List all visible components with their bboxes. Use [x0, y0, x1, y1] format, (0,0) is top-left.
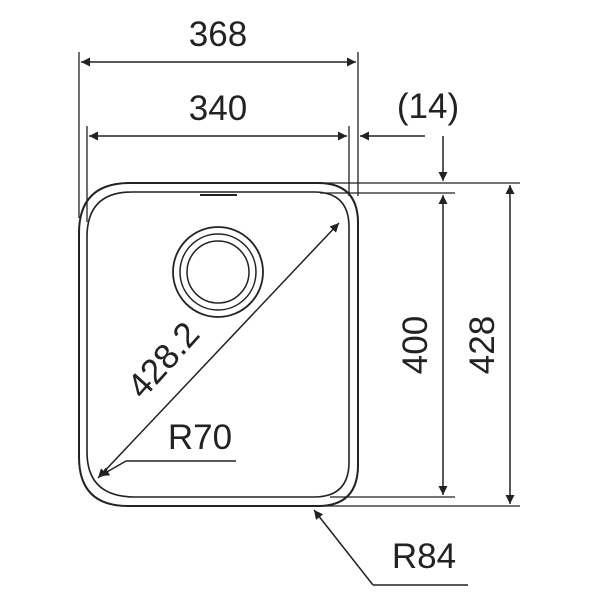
dimension-label-400: 400: [396, 316, 435, 374]
dimension-overall-height: 428: [463, 185, 515, 504]
sink-outer-rim: [78, 182, 359, 507]
dimension-label-r70: R70: [168, 418, 232, 457]
dimension-label-368: 368: [189, 15, 247, 54]
drain-icon: [172, 226, 264, 318]
dimension-label-r84: R84: [392, 537, 456, 576]
dimension-inner-width: 340: [86, 89, 350, 222]
dimension-inner-radius: R70: [99, 418, 236, 477]
dimension-overall-width: 368: [78, 15, 359, 218]
dimension-outer-radius: R84: [313, 509, 468, 586]
dimension-label-428-2: 428.2: [120, 315, 208, 406]
dimension-label-428: 428: [463, 316, 502, 374]
dimension-label-14: (14): [397, 87, 459, 126]
dimension-offset: (14): [360, 87, 459, 181]
dimension-inner-height: 400: [396, 195, 448, 495]
dimension-label-340: 340: [189, 89, 247, 128]
sink-inner-bowl: [86, 191, 350, 498]
